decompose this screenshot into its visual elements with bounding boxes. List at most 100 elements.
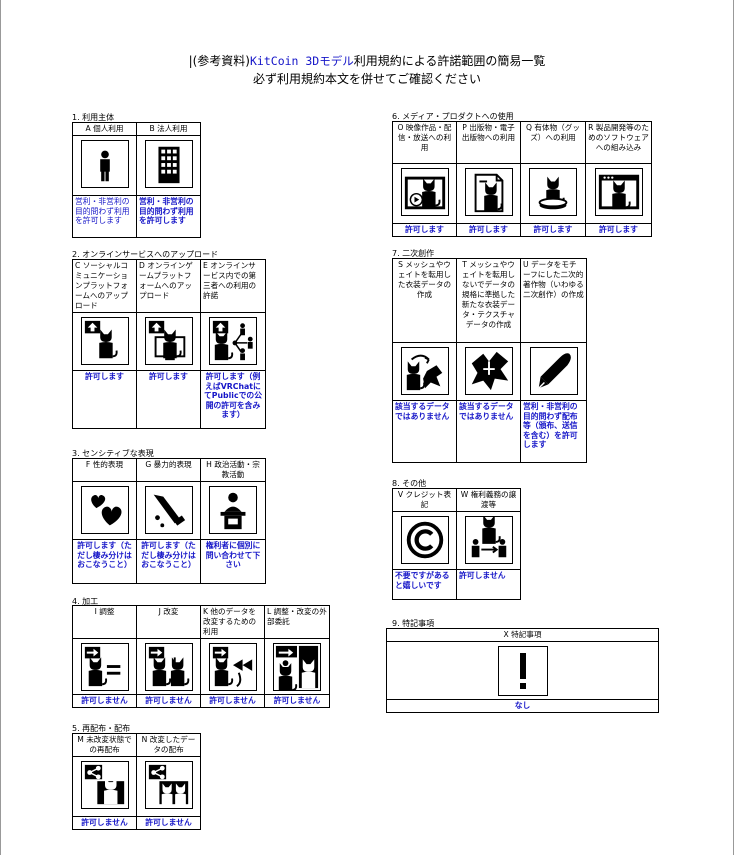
result-b: 営利・非営利の目的問わず利用を許可します [136,195,201,238]
item-label-r: R 製品開発等のためのソフトウェアへの組み込み [585,121,652,164]
icon-cell-k [200,638,265,695]
result-d: 許可します [136,370,201,429]
result-s: 該当するデータではありません [392,400,457,463]
icon-cell-n [136,756,201,817]
item-label-w: W 権利義務の譲渡等 [456,488,521,512]
item-label-m: M 未改変状態での再配布 [72,733,137,757]
item-label-s: S メッシュやウェイトを転用した衣装データの作成 [392,258,457,343]
result-u: 営利・非営利の目的問わず配布等（頒布、送信を含む）を許可します [520,400,587,463]
result-x: なし [386,699,659,713]
result-n: 許可しません [136,816,201,830]
new-clothes-icon [464,347,513,395]
result-q: 許可します [520,223,586,237]
item-label-d: D オンラインゲームプラットフォームへのアップロード [136,259,201,313]
item-label-u: U データをモチーフにした二次的著作物（いわゆる二次創作）の作成 [520,258,587,343]
icon-cell-c [72,312,137,371]
title-suffix: 利用規約による許諾範囲の簡易一覧 [353,54,546,68]
mesh-transfer-icon [400,347,449,395]
section-1-title: 1. 利用主体 [72,113,115,122]
distribute-modified-icon [144,761,193,809]
result-l: 許可しません [264,694,330,708]
item-label-i: I 調整 [72,605,137,639]
item-label-k: K 他のデータを改変するための利用 [200,605,265,639]
item-label-v: V クレジット表記 [392,488,457,512]
item-label-f: F 性的表現 [72,458,137,482]
item-label-q: Q 有体物（グッズ）への利用 [520,121,586,164]
item-label-a: A 個人利用 [72,122,137,136]
use-for-other-icon [208,643,257,691]
copyright-icon [400,516,449,564]
page-title: |(参考資料)KitCoin 3Dモデル利用規約による許諾範囲の簡易一覧 [0,52,734,69]
result-o: 許可します [392,223,457,237]
result-h: 権利者に個別に問い合わせて下さい [200,539,266,584]
result-a: 営利・非営利の目的問わず利用を許可します [72,195,137,238]
title-keyword: KitCoin 3Dモデル [250,54,354,68]
upload-game-icon [144,317,193,365]
modify-icon [144,643,193,691]
icon-cell-a [72,135,137,196]
building-icon [144,140,193,188]
icon-cell-i [72,638,137,695]
video-icon [400,168,449,216]
icon-cell-q [520,163,586,224]
result-w: 許可しません [456,569,521,600]
icon-cell-e [200,312,266,371]
publication-icon [464,168,513,216]
result-r: 許可します [585,223,652,237]
result-c: 許可します [72,370,137,429]
outsource-icon [273,643,321,691]
transfer-rights-icon [464,516,513,564]
section-7-title: 7. 二次創作 [392,249,435,258]
redistribute-icon [80,761,129,809]
section-6-table: O 映像作品・配信・放送への利用 P 出版物・電子出版物への利用 Q 有体物（グ… [392,121,652,237]
person-icon [80,140,129,188]
section-7-table: S メッシュやウェイトを転用した衣装データの作成 T メッシュやウェイトを転用し… [392,258,587,463]
result-i: 許可しません [72,694,137,708]
item-label-c: C ソーシャルコミュニケーションプラットフォームへのアップロード [72,259,137,313]
item-label-l: L 調整・改変の外部委託 [264,605,330,639]
page-subtitle: 必ず利用規約本文を併せてご確認ください [252,72,481,86]
third-party-share-icon [209,317,257,365]
result-k: 許可しません [200,694,265,708]
item-label-h: H 政治活動・宗教活動 [200,458,266,482]
result-e: 許可します（例えばVRChatにてPublicでの公開の許可を含みます） [200,370,266,429]
icon-cell-m [72,756,137,817]
section-9-title: 9. 特記事項 [392,619,435,628]
item-label-b: B 法人利用 [136,122,201,136]
section-8-table: V クレジット表記 W 権利義務の譲渡等 不要ですがあると嬉しいです 許可しませ… [392,488,521,600]
icon-cell-w [456,511,521,570]
result-j: 許可しません [136,694,201,708]
item-label-n: N 改変したデータの配布 [136,733,201,757]
item-label-o: O 映像作品・配信・放送への利用 [392,121,457,164]
result-v: 不要ですがあると嬉しいです [392,569,457,600]
icon-cell-x [386,641,659,700]
icon-cell-j [136,638,201,695]
section-3-table: F 性的表現 G 暴力的表現 H 政治活動・宗教活動 許可します（ただし棲み分け… [72,458,266,584]
icon-cell-l [264,638,330,695]
podium-icon [209,486,257,534]
icon-cell-g [136,481,201,540]
icon-cell-o [392,163,457,224]
hearts-icon [80,486,129,534]
section-2-title: 2. オンラインサービスへのアップロード [72,250,219,259]
title-prefix: |(参考資料) [188,54,250,68]
item-label-g: G 暴力的表現 [136,458,201,482]
page-edge-left [0,0,1,855]
figure-goods-icon [529,168,577,216]
icon-cell-p [456,163,521,224]
item-label-x: X 特記事項 [386,628,659,642]
item-label-j: J 改変 [136,605,201,639]
section-4-title: 4. 加工 [72,597,99,606]
result-g: 許可します（ただし棲み分けはおこなうこと） [136,539,201,584]
knife-icon [144,486,193,534]
icon-cell-u [520,342,587,401]
upload-social-icon [80,317,129,365]
software-icon [594,168,643,216]
section-5-title: 5. 再配布・配布 [72,724,131,733]
section-8-title: 8. その他 [392,479,427,488]
icon-cell-f [72,481,137,540]
section-2-table: C ソーシャルコミュニケーションプラットフォームへのアップロード D オンライン… [72,259,266,429]
icon-cell-d [136,312,201,371]
section-4-table: I 調整 J 改変 K 他のデータを改変するための利用 L 調整・改変の外部委託… [72,605,330,708]
section-6-title: 6. メディア・プロダクトへの使用 [392,112,514,121]
